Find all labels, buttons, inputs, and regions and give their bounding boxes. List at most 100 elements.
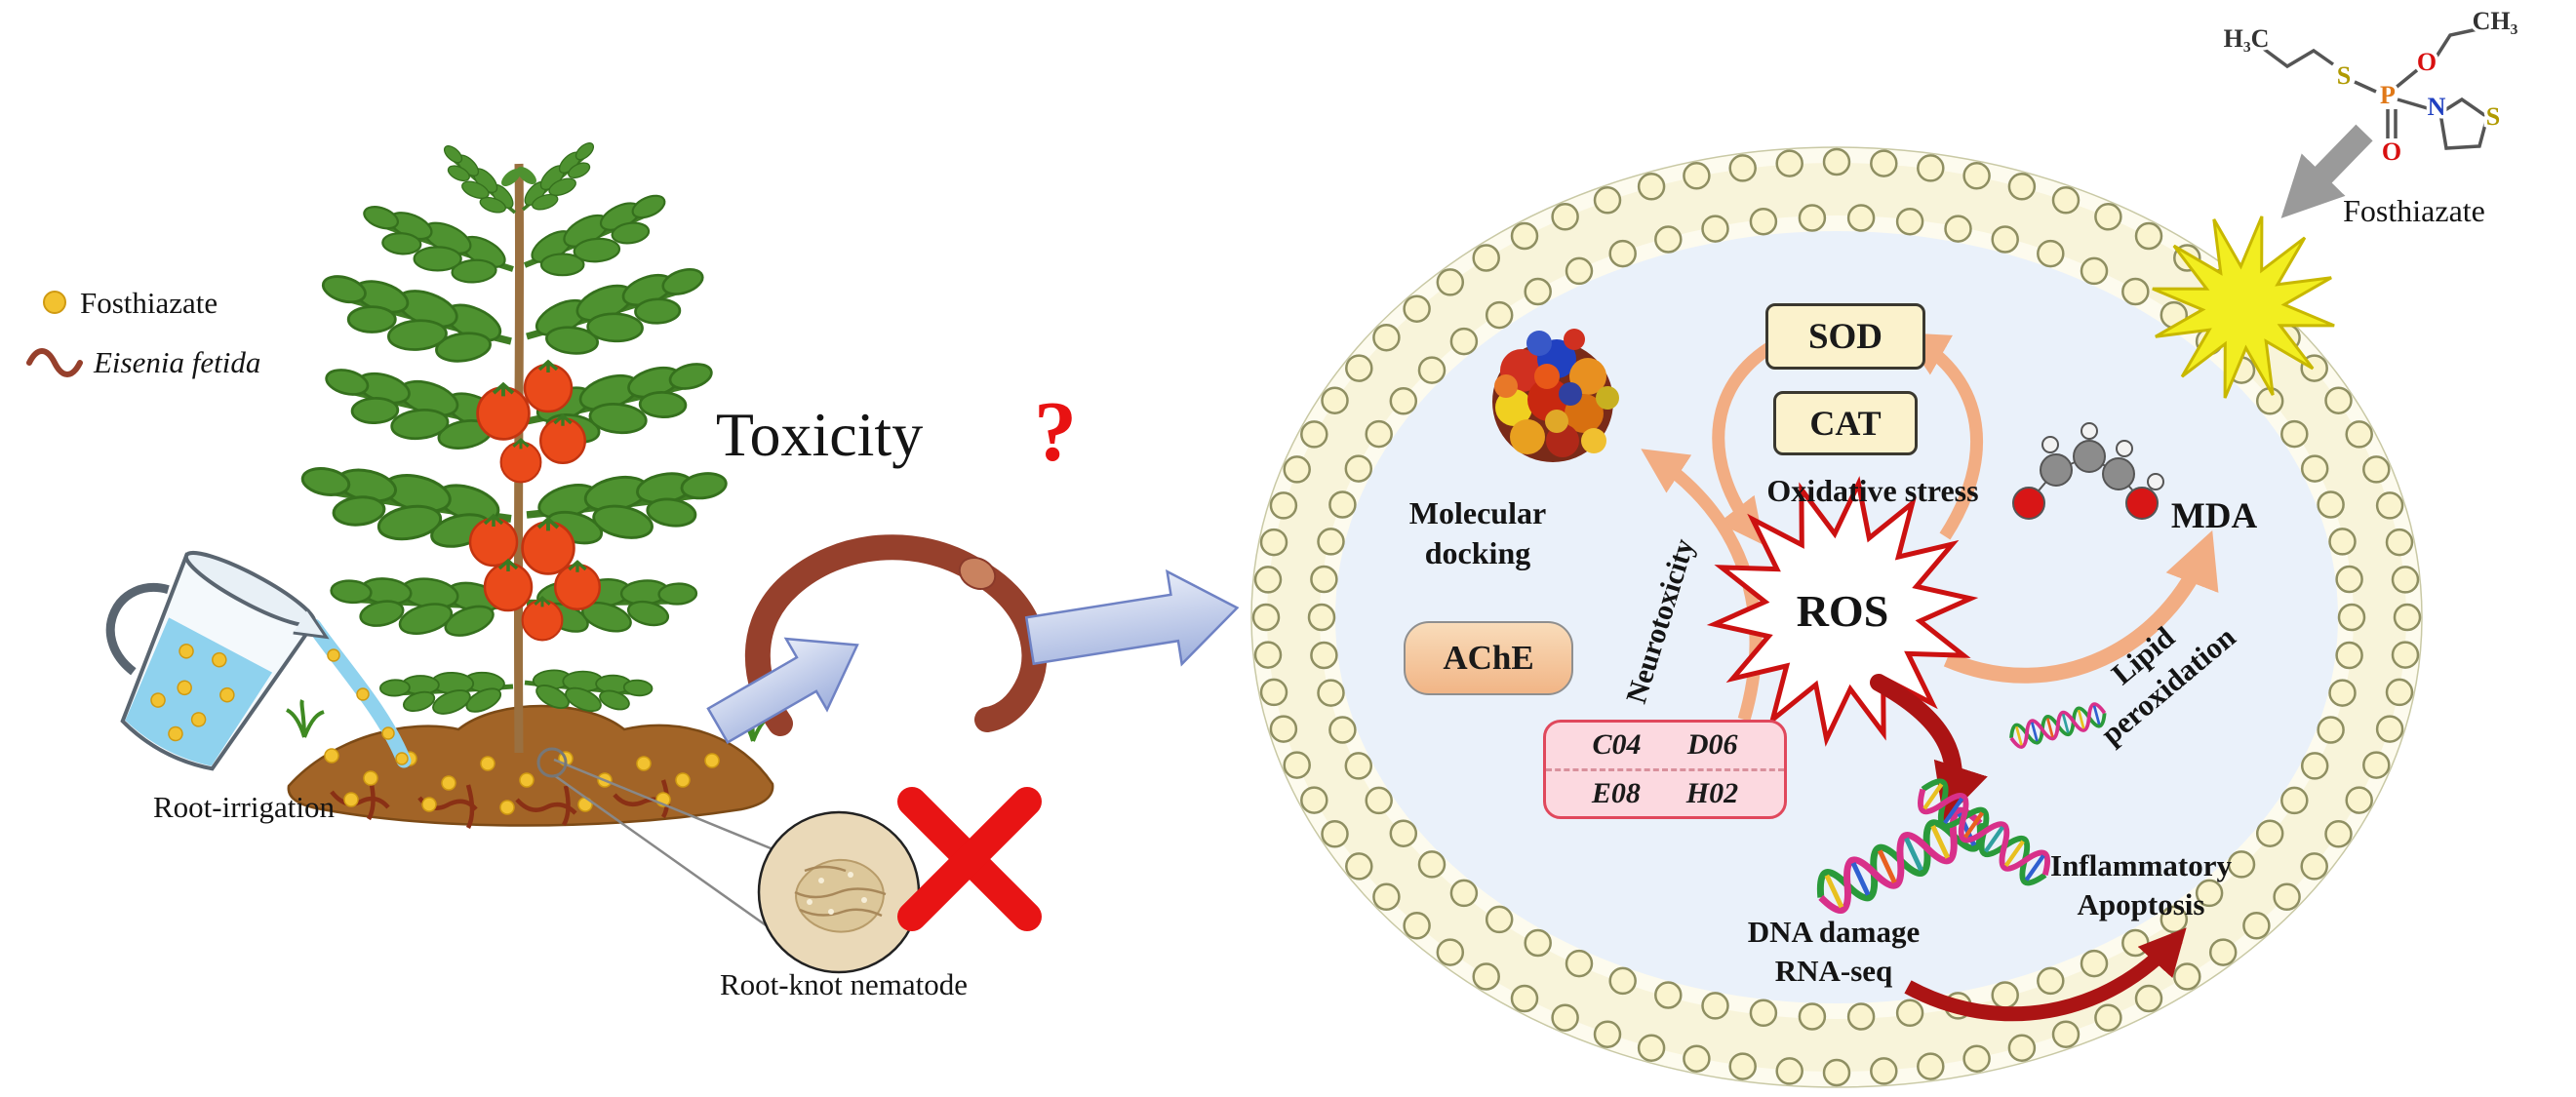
atom-s1: S bbox=[2337, 61, 2351, 90]
lipid-head-dot bbox=[1417, 850, 1447, 879]
lipid-head-dot bbox=[1259, 528, 1288, 557]
lipid-head-dot bbox=[2345, 786, 2373, 814]
lipid-head-dot bbox=[1310, 641, 1338, 670]
atom-o1: O bbox=[2382, 137, 2401, 166]
well-e08: E08 bbox=[1591, 776, 1641, 809]
lipid-head-dot bbox=[1728, 154, 1757, 182]
lipid-head-dot bbox=[2051, 1020, 2081, 1048]
lipid-head-dot bbox=[1328, 490, 1357, 519]
lipid-head-dot bbox=[1269, 715, 1298, 743]
lipid-head-dot bbox=[1436, 268, 1465, 296]
lipid-head-dot bbox=[1300, 786, 1328, 814]
lipid-head-dot bbox=[1991, 225, 2019, 254]
lipid-head-dot bbox=[1344, 454, 1373, 483]
lipid-head-dot bbox=[1389, 819, 1418, 847]
lipid-head-dot bbox=[1701, 992, 1729, 1020]
lipid-head-dot bbox=[2345, 420, 2373, 449]
lipid-head-dot bbox=[1372, 882, 1401, 912]
lipid-head-dot bbox=[2094, 1003, 2122, 1032]
soil-mound bbox=[286, 699, 774, 830]
lipid-head-dot bbox=[2393, 603, 2422, 632]
lipid-head-dot bbox=[1944, 215, 1972, 243]
lipid-head-dot bbox=[2208, 938, 2238, 966]
lipid-head-dot bbox=[2335, 565, 2363, 594]
lipid-head-dot bbox=[1344, 752, 1373, 780]
fosthiazate-top-right-label: Fosthiazate bbox=[2343, 193, 2485, 228]
inflammatory-apoptosis-label: Inflammatory Apoptosis bbox=[2009, 846, 2273, 923]
lipid-head-dot bbox=[1593, 1020, 1622, 1048]
atom-h3c: H₃C bbox=[2224, 24, 2270, 53]
flow-arrows bbox=[706, 568, 1240, 745]
lipid-head-dot bbox=[1403, 912, 1431, 940]
oxidative-stress-label: Oxidative stress bbox=[1766, 473, 1979, 508]
lipid-head-dot bbox=[1822, 147, 1851, 176]
lipid-peroxidation-arrow bbox=[1943, 529, 2219, 684]
plant-to-worm-arrow bbox=[706, 637, 859, 745]
lipid-head-dot bbox=[1637, 173, 1666, 201]
root-irrigation-pitcher bbox=[105, 550, 412, 771]
lipid-head-dot bbox=[1846, 204, 1876, 232]
lipid-head-dot bbox=[1510, 984, 1539, 1013]
lipid-head-dot bbox=[1798, 204, 1827, 232]
lipid-head-dot bbox=[1253, 641, 1283, 669]
ros-label: ROS bbox=[1796, 586, 1889, 636]
lipid-head-dot bbox=[1608, 239, 1637, 268]
molecular-docking-line1: Molecular bbox=[1408, 495, 1547, 530]
legend-eisenia-label: Eisenia fetida bbox=[94, 345, 261, 379]
lipid-head-dot bbox=[1283, 751, 1311, 779]
lipid-head-dot bbox=[1345, 354, 1373, 382]
lipid-head-dot bbox=[2227, 850, 2256, 879]
lipid-head-dot bbox=[1822, 1058, 1851, 1087]
sod-box: SOD bbox=[1765, 303, 1925, 370]
lipid-head-dot bbox=[2037, 966, 2065, 996]
lipid-head-dot bbox=[2300, 752, 2329, 780]
earthworm-icon bbox=[744, 534, 1048, 736]
dna-damage-line1: DNA damage bbox=[1747, 915, 1921, 949]
apoptosis-line2: Apoptosis bbox=[2077, 886, 2205, 921]
lipid-head-dot bbox=[2080, 256, 2109, 286]
fosthiazate-molecule-icon: H₃C S P O O CH₃ N S bbox=[2220, 4, 2521, 170]
lipid-head-dot bbox=[2242, 912, 2271, 940]
lipid-head-dot bbox=[2375, 715, 2404, 743]
atom-n: N bbox=[2428, 93, 2446, 121]
lipid-head-dot bbox=[1637, 1034, 1666, 1062]
atom-ch3: CH₃ bbox=[2473, 7, 2518, 35]
lipid-head-dot bbox=[2362, 751, 2391, 779]
lipid-head-dot bbox=[2195, 879, 2224, 908]
lipid-head-dot bbox=[1895, 999, 1924, 1028]
legend-worm-squiggle bbox=[26, 348, 83, 377]
atom-p: P bbox=[2380, 81, 2396, 109]
lipid-head-dot bbox=[1917, 154, 1945, 182]
lipid-head-dot bbox=[2080, 949, 2109, 978]
lipid-head-dot bbox=[1365, 786, 1393, 815]
wells-row-2: E08 H02 bbox=[1546, 767, 1784, 817]
lipid-head-dot bbox=[1701, 215, 1729, 243]
lipid-head-dot bbox=[2051, 186, 2081, 215]
lipid-head-dot bbox=[1310, 565, 1338, 594]
lipid-head-dot bbox=[1683, 162, 1711, 190]
lipid-head-dot bbox=[2121, 928, 2150, 958]
lipid-head-dot bbox=[1259, 678, 1288, 707]
dna-damage-rnaseq-label: DNA damage RNA-seq bbox=[1702, 913, 1965, 990]
lipid-head-dot bbox=[1749, 999, 1778, 1028]
legend-fosthiazate-dot bbox=[43, 291, 66, 314]
lipid-head-dot bbox=[2007, 1034, 2037, 1062]
toxicity-label: Toxicity bbox=[715, 400, 924, 469]
lipid-head-dot bbox=[1749, 207, 1778, 236]
lipid-head-dot bbox=[1524, 277, 1552, 306]
well-d06: D06 bbox=[1686, 728, 1738, 762]
lipid-head-dot bbox=[1321, 820, 1349, 848]
lipid-head-dot bbox=[1565, 949, 1594, 978]
lipid-head-dot bbox=[2273, 882, 2301, 912]
cat-label: CAT bbox=[1809, 404, 1882, 443]
lipid-head-dot bbox=[1251, 603, 1281, 632]
sod-label: SOD bbox=[1807, 316, 1883, 357]
root-irrigation-label: Root-irrigation bbox=[153, 790, 335, 824]
lipid-head-dot bbox=[1307, 603, 1336, 632]
lipid-head-dot bbox=[1449, 327, 1479, 356]
fosthiazate-entry-arrow bbox=[2280, 124, 2373, 218]
lipid-head-dot bbox=[1991, 981, 2019, 1009]
lipid-head-dot bbox=[1283, 455, 1311, 484]
